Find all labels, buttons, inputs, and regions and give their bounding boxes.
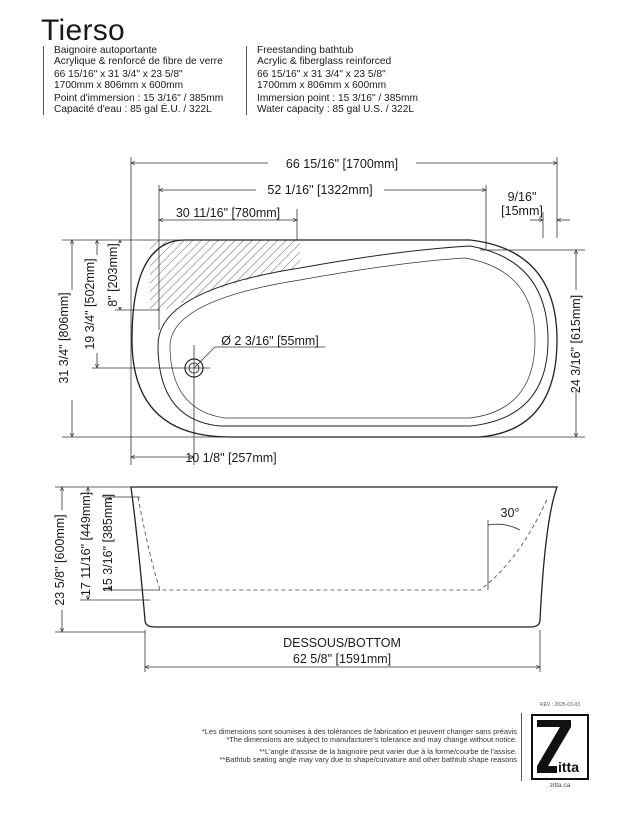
spec-capacity: Capacité d'eau : 85 gal É.U. / 322L [54, 103, 212, 115]
spec-material: Acrylic & fiberglass reinforced [257, 55, 392, 67]
spec-capacity: Water capacity : 85 gal U.S. / 322L [257, 103, 415, 115]
spec-english: Freestanding bathtub Acrylic & fiberglas… [246, 45, 419, 115]
note-en-2: **Bathtub seating angle may vary due to … [219, 755, 517, 765]
label-rim-offset-in: 9/16" [508, 190, 537, 204]
spec-immersion: Point d'immersion : 15 3/16" / 385mm [54, 93, 224, 104]
revision-date: REV : 2025-03-03 [539, 702, 581, 708]
label-immersion-depth: 15 3/16" [385mm] [101, 494, 115, 592]
label-overall-height: 23 5/8" [600mm] [53, 514, 67, 605]
label-drain-y: 19 3/4" [502mm] [83, 258, 97, 349]
spec-material: Acrylique & renforcé de fibre de verre [54, 55, 223, 67]
product-title: Tierso [41, 14, 126, 47]
label-overall-length: 66 15/16" [1700mm] [286, 157, 398, 171]
label-seat-depth: 8" [203mm] [106, 243, 120, 307]
note-fr-1: *Les dimensions sont soumises à des tolé… [201, 727, 517, 736]
label-drain-diameter: Ø 2 3/16" [55mm] [221, 334, 319, 348]
spec-french: Baignoire autoportante Acrylique & renfo… [43, 45, 224, 115]
label-interior-depth: 17 11/16" [449mm] [79, 492, 93, 596]
disclaimer-notes: *Les dimensions sont soumises à des tolé… [201, 727, 517, 765]
drain-icon [184, 358, 204, 378]
label-bottom-length: 62 5/8" [1591mm] [293, 652, 391, 666]
spec-dims-in: 66 15/16" x 31 3/4" x 23 5/8" [54, 69, 183, 80]
label-rim-offset-mm: [15mm] [501, 204, 543, 218]
spec-type: Baignoire autoportante [54, 45, 158, 56]
logo-z-mark [537, 720, 571, 773]
label-seat-length: 30 11/16" [780mm] [176, 206, 280, 220]
label-interior-width: 24 3/16" [615mm] [569, 295, 583, 393]
logo-wordmark: itta [558, 759, 579, 775]
note-fr-2: **L'angle d'assise de la baignoire peut … [259, 746, 517, 756]
label-bottom: DESSOUS/BOTTOM [283, 636, 401, 650]
label-seat-angle: 30° [501, 506, 520, 520]
label-overall-width: 31 3/4" [806mm] [57, 292, 71, 383]
spec-dims-in: 66 15/16" x 31 3/4" x 23 5/8" [257, 69, 386, 80]
tub-top-view [131, 239, 558, 438]
spec-immersion: Immersion point : 15 3/16" / 385mm [257, 93, 419, 104]
spec-dims-mm: 1700mm x 806mm x 600mm [54, 79, 184, 91]
note-en-1: *The dimensions are subject to manufactu… [226, 735, 517, 745]
website: zitta.ca [549, 782, 571, 789]
zitta-logo: itta [531, 714, 589, 780]
divider [521, 713, 522, 781]
label-drain-x: 10 1/8" [257mm] [185, 451, 276, 465]
spec-type: Freestanding bathtub [257, 45, 354, 56]
label-interior-length: 52 1/16" [1322mm] [267, 183, 372, 197]
spec-dims-mm: 1700mm x 806mm x 600mm [257, 79, 387, 91]
